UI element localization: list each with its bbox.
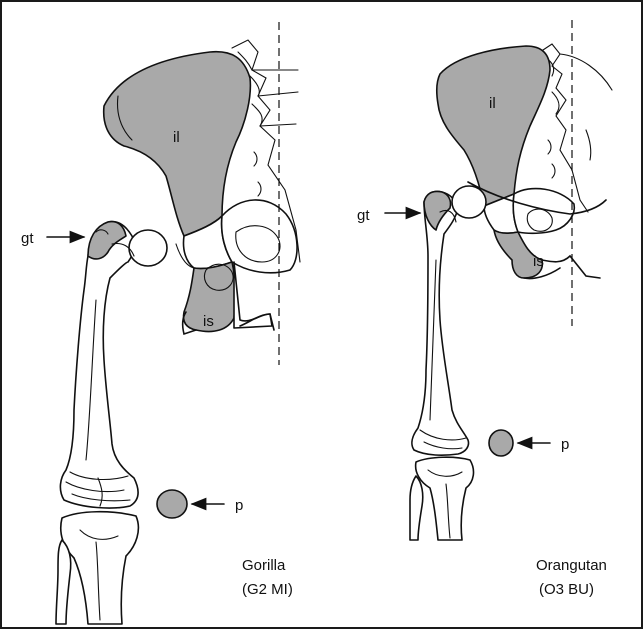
orangutan-femoral-head [452,186,486,218]
orangutan-femur [412,191,469,455]
orangutan-ischium-label: is [533,253,544,270]
gorilla-ischium-label: is [203,313,214,330]
gorilla-gt-label: gt [21,230,34,247]
orangutan-patella-label: p [561,436,569,453]
gorilla-fibula [56,540,71,624]
gorilla-ilium-label: il [173,129,180,146]
orangutan-diagram: il is gt p Orangutan (O3 BU) [357,20,612,598]
orangutan-ilium-label: il [489,95,496,112]
gorilla-diagram: il is gt p Gorilla (G2 MI) [21,22,300,624]
orangutan-ilium [437,46,550,206]
gorilla-caption-name: Gorilla [242,557,286,574]
gorilla-patella [157,490,187,518]
orangutan-fibula [410,476,423,540]
gorilla-femur [60,222,138,508]
orangutan-caption-name: Orangutan [536,557,607,574]
gorilla-patella-label: p [235,497,243,514]
orangutan-pubis [513,189,574,234]
gorilla-femoral-head [129,230,167,266]
orangutan-tibia [416,457,474,540]
gorilla-caption-id: (G2 MI) [242,581,293,598]
orangutan-caption-id: (O3 BU) [539,581,594,598]
orangutan-gt-label: gt [357,207,370,224]
orangutan-patella [489,430,513,456]
